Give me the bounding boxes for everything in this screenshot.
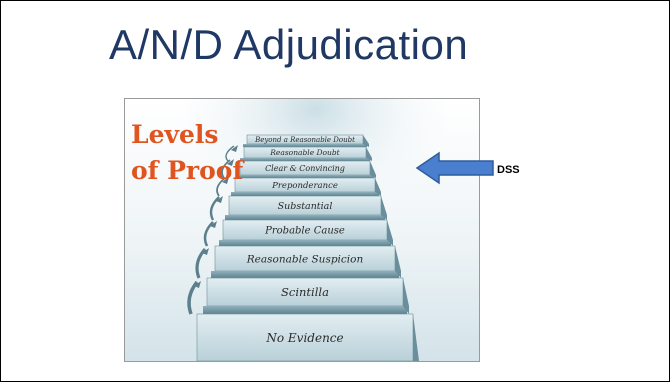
slide-title: A/N/D Adjudication [109,21,469,68]
step-riser [219,240,391,246]
step-label: Probable Cause [264,226,345,237]
curved-arrow [209,196,220,221]
step-3: Clear & Convincing [236,160,376,178]
step-7: Reasonable Suspicion [211,245,401,278]
curved-arrow [187,280,199,315]
step-4: Preponderance [231,177,381,196]
step-riser [211,271,399,278]
step-face [206,277,404,307]
step-label: Reasonable Suspicion [246,253,364,265]
step-label: Clear & Convincing [265,164,345,173]
curved-arrow [225,145,235,162]
step-side [395,246,401,278]
curved-arrows [187,145,238,315]
step-label: Preponderance [271,181,338,191]
step-1: Beyond a Reasonable Doubt [243,134,369,147]
curved-arrow-head [227,159,234,166]
step-riser [231,192,379,196]
step-side [363,135,369,147]
step-side [366,147,372,161]
step-face [196,313,414,361]
step-side [381,196,387,220]
step-riser [236,175,374,178]
step-label: Scintilla [281,285,329,299]
step-riser [203,306,407,314]
step-side [387,220,393,246]
curved-arrow-head [202,248,209,255]
step-side [370,161,376,178]
arrow-left-icon [415,151,494,185]
step-5: Substantial [225,195,387,220]
step-2: Reasonable Doubt [240,146,372,161]
step-face [214,245,396,272]
step-label: Substantial [278,201,333,212]
curved-arrow [216,177,226,197]
curved-arrow-head [194,281,201,288]
step-label: Beyond a Reasonable Doubt [254,136,355,144]
step-side [375,178,381,196]
step-riser [225,215,385,220]
dss-label: DSS [497,164,520,176]
heading-of-proof: of Proof [131,156,245,185]
curved-arrow-head [222,177,229,184]
step-8: Scintilla [203,277,409,314]
curved-arrow [203,221,214,247]
step-9: No Evidence [196,313,419,361]
step-side [413,314,419,361]
step-label: Reasonable Doubt [269,148,340,157]
curved-arrow [221,159,231,179]
curved-arrow-head [210,221,217,228]
step-label: No Evidence [265,331,343,345]
curved-arrow [195,247,207,279]
curved-arrow-head [216,196,223,203]
heading-levels: Levels [131,120,219,149]
step-riser [243,144,367,147]
step-riser [240,158,370,161]
curved-arrow-head [231,145,238,152]
step-6: Probable Cause [219,219,393,246]
step-side [403,278,409,314]
